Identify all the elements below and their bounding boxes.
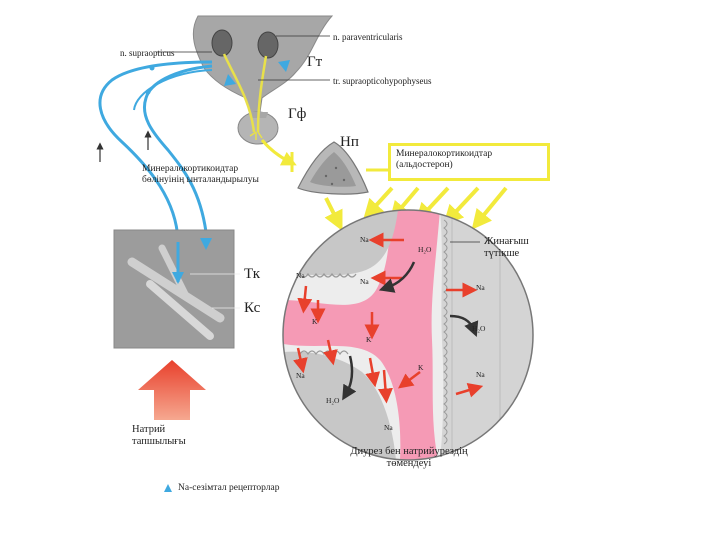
label-mineralo-left: Минералокортикоидтар бөлінуінің ынталанд… (142, 164, 259, 186)
mol-na-5: Na (296, 372, 305, 380)
label-diuresis-line2: төмендеуі (343, 458, 475, 470)
mol-na-2: Na (296, 272, 305, 280)
mol-k-3: K (418, 364, 423, 372)
label-mineralo-left-line1: Минералокортикоидтар (142, 164, 259, 175)
label-diuresis-line1: Диурез бен натрийурездің (343, 446, 475, 458)
label-collecting-line2: түтікше (484, 248, 529, 260)
mol-na-4: Na (476, 284, 485, 292)
supraoptic-nucleus (212, 30, 232, 56)
mol-k-2: K (366, 336, 371, 344)
blue-afferent-2 (144, 66, 212, 244)
legend-label: Na-сезімтал рецепторлар (178, 483, 279, 493)
mol-h2o-2: H₂O (472, 325, 485, 333)
box-line1: Минералокортикоидтар (396, 149, 542, 160)
label-gf: Гф (288, 106, 306, 122)
mol-h2o-3: H₂O (326, 397, 339, 405)
label-diuresis: Диурез бен натрийурездің төмендеуі (343, 446, 475, 470)
label-gt: Гт (307, 54, 322, 70)
legend-triangle (164, 484, 172, 492)
mol-k-1: K (312, 318, 317, 326)
sodium-deficiency-arrow (138, 360, 206, 420)
label-tk: Тк (244, 266, 260, 282)
label-mineralo-left-line2: бөлінуінің ынталандырылуы (142, 175, 259, 186)
label-sodium-line1: Натрий (132, 424, 186, 436)
mol-h2o-1: H₂O (418, 246, 431, 254)
label-supraopticus: n. supraopticus (120, 48, 175, 58)
mol-na-6: Na (476, 371, 485, 379)
label-tract: tr. supraopticohypophyseus (333, 76, 432, 86)
paraventricular-nucleus (258, 32, 278, 58)
label-ks: Кс (244, 300, 260, 316)
label-paraventricularis: n. paraventricularis (333, 32, 402, 42)
label-np: Нп (340, 134, 359, 150)
label-collecting-line1: Жинағыш (484, 236, 529, 248)
mineralocorticoid-box: Минералокортикоидтар (альдостерон) (388, 143, 550, 181)
mol-na-3: Na (360, 278, 369, 286)
label-collecting-duct: Жинағыш түтікше (484, 236, 529, 260)
mol-na-1: Na (360, 236, 369, 244)
mol-na-7: Na (384, 424, 393, 432)
box-line2: (альдостерон) (396, 160, 542, 171)
label-sodium-deficiency: Натрий тапшылығы (132, 424, 186, 448)
label-sodium-line2: тапшылығы (132, 436, 186, 448)
